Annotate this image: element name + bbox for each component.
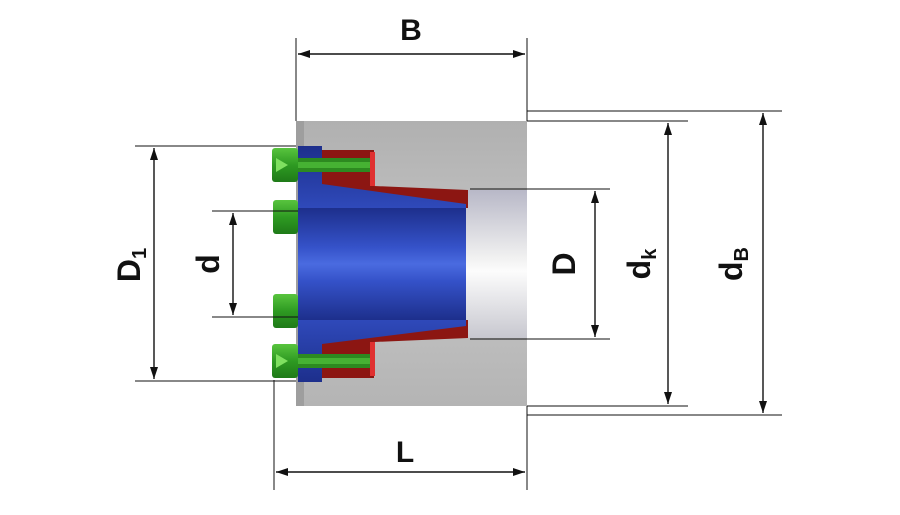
dimension-dB: dB (527, 110, 782, 416)
inner-ring-core (298, 208, 466, 320)
dimension-B: B (295, 14, 528, 121)
screw-lower-icon (272, 344, 370, 378)
dimension-L: L (273, 380, 528, 490)
label-D1: D1 (111, 248, 151, 282)
label-D: D (546, 252, 582, 275)
dimension-D: D (470, 188, 610, 340)
label-dB: dB (713, 247, 753, 281)
dimension-dk: dk (527, 120, 688, 407)
label-B: B (400, 14, 422, 47)
label-d: d (190, 254, 226, 274)
screw-head-lower-inner-icon (273, 294, 298, 328)
cone-edge-lower (370, 342, 375, 376)
label-L: L (396, 436, 414, 469)
screw-upper-icon (272, 148, 370, 182)
bore-highlight (465, 190, 527, 338)
dimension-d: d (190, 210, 298, 318)
label-dk: dk (621, 248, 661, 280)
cone-edge-upper (370, 152, 375, 186)
screw-head-upper-inner-icon (273, 200, 298, 234)
dimension-D1: D1 (111, 145, 296, 382)
